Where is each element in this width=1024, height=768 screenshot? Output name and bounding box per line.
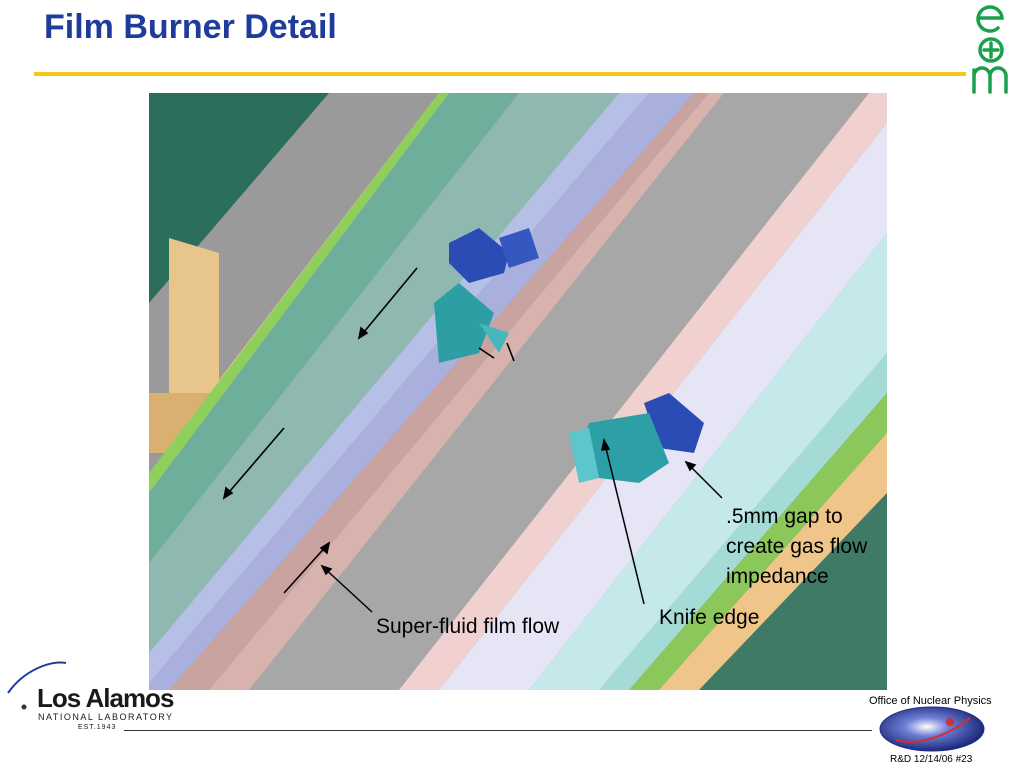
slide-footer: R&D 12/14/06 #23 bbox=[890, 754, 973, 765]
lanl-logo-est: EST.1943 bbox=[78, 724, 117, 731]
lanl-logo-sub: NATIONAL LABORATORY bbox=[38, 712, 174, 722]
emm-logo-icon bbox=[972, 5, 1008, 94]
footer-divider bbox=[124, 730, 872, 731]
gap-label: .5mm gap to create gas flow impedance bbox=[726, 505, 868, 588]
film-burner-illustration bbox=[149, 93, 887, 690]
title-divider bbox=[34, 72, 966, 76]
film-flow-label: Super-fluid film flow bbox=[376, 615, 560, 638]
lanl-logo-icon bbox=[7, 661, 67, 710]
knife-edge-label: Knife edge bbox=[659, 606, 760, 629]
slide-title: Film Burner Detail bbox=[44, 8, 337, 46]
nuclear-physics-logo-icon bbox=[879, 706, 985, 752]
lanl-logo-name: Los Alamos bbox=[37, 683, 174, 713]
office-label: Office of Nuclear Physics bbox=[869, 695, 992, 707]
